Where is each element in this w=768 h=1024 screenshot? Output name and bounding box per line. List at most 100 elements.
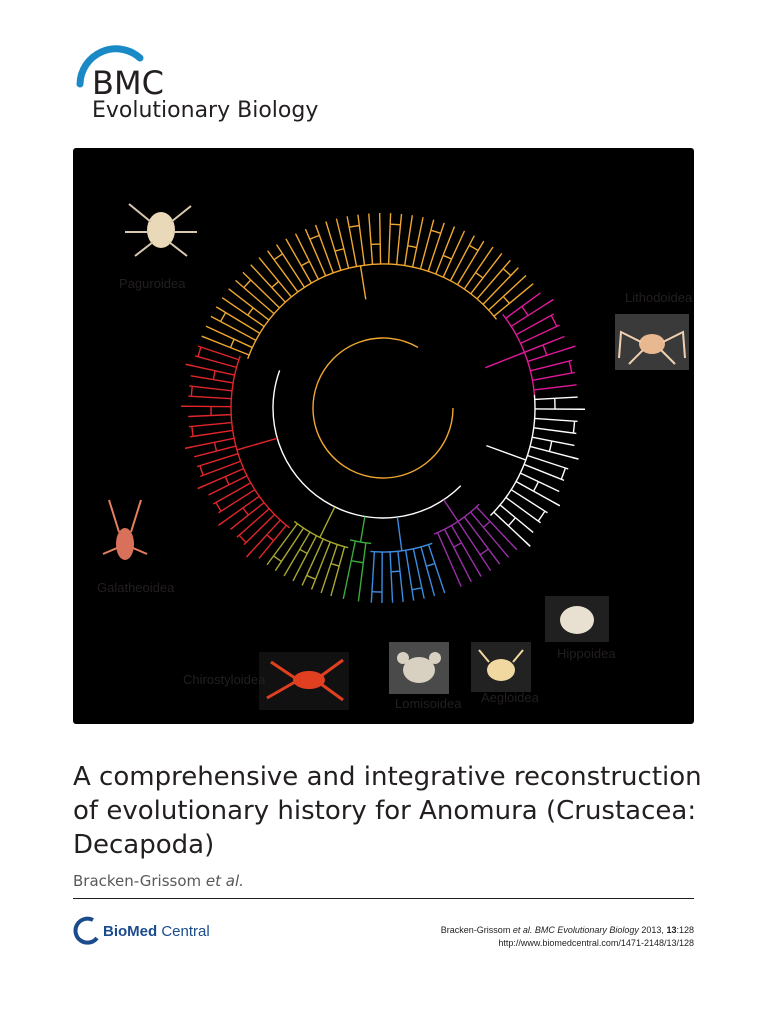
tree-internal-branch [493, 511, 531, 547]
tree-internal-branch [211, 413, 232, 417]
tree-leaf [398, 213, 403, 235]
tree-leaf [551, 474, 565, 482]
tree-clade-arc [247, 263, 498, 359]
tree-leaf [503, 267, 519, 284]
tree-leaf [571, 456, 579, 460]
tree-leaf [474, 546, 492, 571]
tree-branch [485, 351, 525, 369]
tree-internal-branch [348, 227, 358, 267]
cover-figure: Paguroidea Lithodoidea Galatheoidea Chir… [73, 148, 694, 724]
tree-leaf [292, 553, 308, 582]
tree-internal-branch [309, 238, 327, 277]
tree-internal-branch [510, 489, 546, 512]
tree-sub-arc [532, 481, 540, 492]
tree-internal-branch [470, 253, 502, 295]
tree-leaf [406, 215, 414, 246]
tree-leaf [250, 264, 273, 288]
tree-internal-branch [295, 234, 320, 280]
tree-leaf [502, 549, 510, 558]
tree-leaf [267, 250, 275, 261]
tree-leaf [434, 563, 446, 594]
tree-leaf [304, 228, 311, 240]
paguroidea-photo [125, 203, 197, 257]
tree-internal-branch [210, 349, 240, 361]
tree-internal-branch [397, 551, 401, 572]
tree-sub-arc [271, 280, 280, 289]
tree-branch [443, 499, 459, 522]
tree-sub-arc [407, 245, 417, 249]
tree-leaf [553, 501, 561, 507]
tree-internal-branch [499, 504, 516, 519]
tree-internal-branch [220, 320, 257, 341]
tree-sub-arc [247, 307, 254, 316]
tree-sub-arc [560, 467, 567, 480]
tree-internal-branch [344, 541, 356, 591]
tree-sub-arc [243, 279, 252, 289]
tree-internal-branch [218, 495, 260, 526]
article-title: A comprehensive and integrative reconstr… [73, 762, 702, 860]
tree-internal-branch [427, 544, 436, 564]
tree-sub-arc [330, 562, 340, 567]
label-hippoidea: Hippoidea [557, 646, 616, 661]
tree-internal-branch [387, 224, 391, 265]
citation-article: :128 [676, 925, 694, 935]
tree-sub-arc [306, 574, 316, 580]
tree-internal-branch [527, 345, 576, 363]
logo-journal-name: Evolutionary Biology [92, 98, 319, 123]
tree-sub-arc [521, 306, 529, 316]
tree-sub-arc [213, 442, 218, 452]
tree-leaf [189, 385, 203, 389]
citation: Bracken-Grissom et al. BMC Evolutionary … [441, 924, 694, 950]
tree-internal-branch [475, 506, 491, 522]
tree-leaf [258, 257, 261, 259]
tree-internal-branch [371, 551, 376, 582]
tree-sub-arc [390, 223, 401, 226]
tree-branch [359, 516, 366, 543]
tree-leaf [487, 548, 501, 565]
tree-leaf [466, 573, 472, 583]
tree-sub-arc [468, 244, 479, 252]
tree-leaf [194, 450, 217, 458]
tree-sub-arc [568, 360, 573, 374]
tree-leaf [554, 396, 578, 400]
tree-leaf [266, 547, 281, 566]
tree-branch [396, 516, 403, 551]
tree-sub-arc [309, 234, 320, 240]
tree-leaf [228, 288, 230, 291]
tree-internal-branch [359, 235, 366, 266]
tree-leaf [330, 565, 340, 597]
tree-internal-branch [185, 363, 235, 376]
tree-internal-branch [493, 283, 533, 317]
tree-leaf [502, 259, 511, 270]
tree-leaf [285, 238, 302, 267]
lithodoidea-photo [615, 314, 689, 370]
tree-leaf [452, 568, 462, 587]
tree-clade-arc [370, 542, 433, 553]
tree-sub-arc [349, 224, 360, 228]
tree-internal-branch [310, 538, 324, 567]
hippoidea-photo [545, 596, 609, 642]
tree-sub-arc [197, 346, 202, 357]
tree-internal-branch [245, 514, 276, 544]
tree-leaf [524, 541, 531, 547]
tree-sub-arc [242, 507, 249, 516]
tree-sub-arc [273, 555, 282, 563]
tree-leaf [229, 514, 249, 530]
citation-url[interactable]: http://www.biomedcentral.com/1471-2148/1… [498, 938, 694, 948]
tree-internal-branch [247, 314, 265, 328]
tree-sub-arc [212, 370, 216, 380]
tree-internal-branch [273, 259, 299, 293]
tree-internal-branch [532, 436, 552, 442]
citation-journal: et al. BMC Evolutionary Biology [512, 925, 639, 935]
tree-leaf [502, 274, 527, 298]
tree-leaf [547, 298, 554, 304]
tree-leaf [532, 283, 534, 285]
tree-internal-branch [209, 453, 239, 464]
tree-sub-arc [453, 542, 462, 548]
tree-leaf [553, 384, 577, 389]
tree-leaf [310, 578, 317, 590]
tree-leaf [551, 440, 575, 447]
publisher-name: BioMed Central [103, 923, 210, 940]
tree-leaf [561, 371, 575, 376]
tree-leaf [357, 214, 362, 236]
